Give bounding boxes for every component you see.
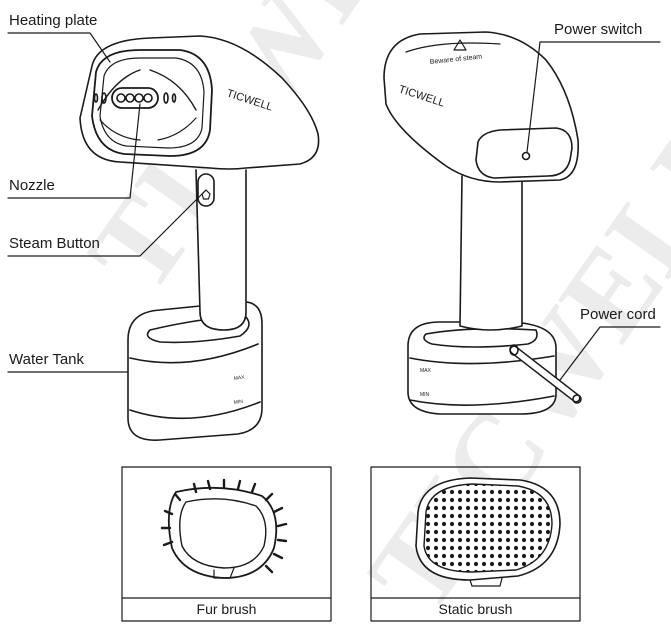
back-handle	[459, 175, 523, 331]
static-brush-box	[370, 466, 581, 622]
label-power-switch: Power switch	[554, 21, 643, 38]
handle	[195, 169, 247, 331]
steamer-front-view: MAX MIN	[7, 32, 320, 441]
back-water-tank: MAX MIN	[407, 321, 557, 415]
back-tank-min-mark: MIN	[420, 392, 430, 398]
power-cord	[509, 344, 582, 404]
leader-power-cord	[559, 326, 661, 381]
static-brush-illustration	[415, 477, 561, 587]
leader-nozzle	[7, 103, 141, 199]
power-switch	[475, 127, 573, 179]
tank-min-mark: MIN	[233, 399, 243, 406]
leader-steam-button	[7, 189, 207, 257]
back-tank-max-mark: MAX	[420, 368, 432, 374]
warning-triangle-icon	[453, 39, 467, 51]
label-steam-button: Steam Button	[9, 235, 100, 252]
label-heating-plate: Heating plate	[9, 12, 98, 29]
leader-power-switch	[526, 41, 661, 153]
fur-brush-illustration	[160, 478, 288, 579]
water-tank: MAX MIN	[127, 301, 263, 441]
nozzle	[93, 87, 177, 109]
label-nozzle: Nozzle	[9, 177, 55, 194]
caption-static-brush: Static brush	[438, 601, 513, 617]
caption-fur-brush: Fur brush	[196, 601, 257, 617]
leader-heating-plate	[7, 32, 111, 63]
fur-brush-box	[121, 466, 332, 622]
label-power-cord: Power cord	[580, 306, 656, 323]
label-water-tank: Water Tank	[9, 351, 85, 368]
tank-max-mark: MAX	[233, 374, 245, 382]
steamer-back-view: MAX MIN Beware of steam TICWELL	[383, 31, 661, 415]
